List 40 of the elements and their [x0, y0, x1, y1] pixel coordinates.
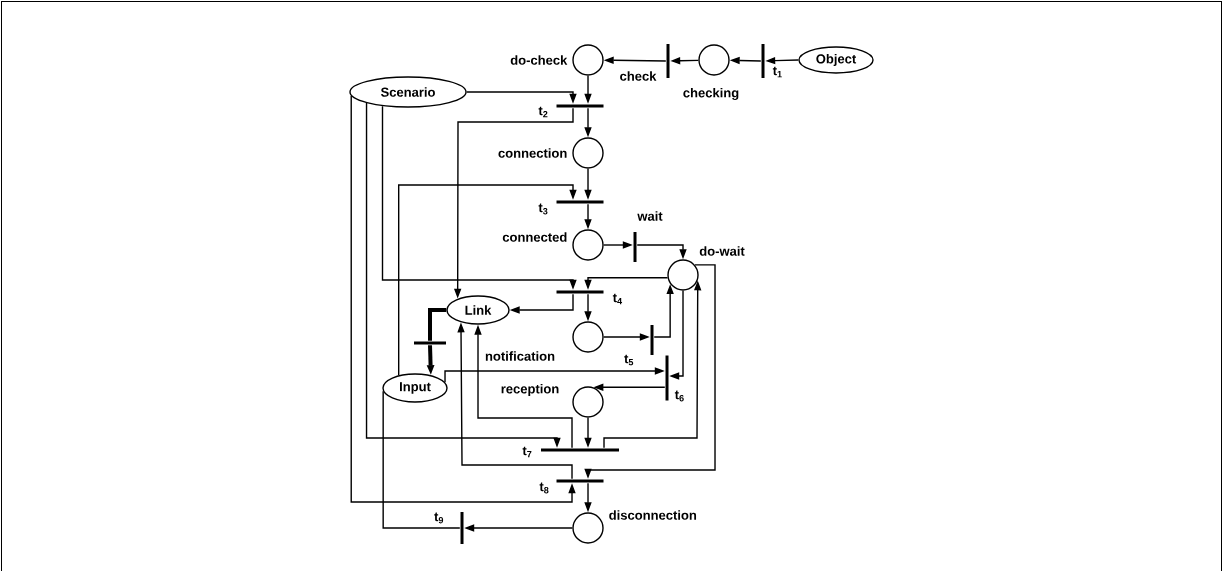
arrow	[428, 308, 447, 341]
transition-bar	[761, 44, 765, 78]
transition-label: t$_{4}$	[612, 293, 623, 305]
place-label: checking	[683, 87, 739, 101]
ellipse-node: Input	[382, 373, 448, 403]
arrow	[398, 184, 577, 376]
place-label: do-wait	[699, 246, 745, 256]
transition-label: t$_{2}$	[538, 106, 548, 118]
place-circle	[572, 229, 604, 261]
place-label: reception	[501, 383, 559, 397]
transition-label: t$_{3}$	[538, 203, 548, 215]
place-circle	[667, 259, 699, 291]
transition-label: wait	[637, 211, 663, 221]
place-circle	[572, 137, 604, 169]
place-label: do-check	[510, 55, 568, 65]
transition-label: t$_{7}$	[522, 446, 532, 458]
place-circle	[572, 386, 604, 418]
transition-bar	[633, 232, 637, 262]
place-circle	[572, 321, 604, 353]
ellipse-node: Object	[798, 46, 874, 74]
place-label: connection	[498, 148, 567, 158]
place-circle	[698, 44, 730, 76]
transition-bar	[650, 325, 654, 355]
transition-label: t$_{5}$	[624, 354, 634, 366]
transition-label: t$_{8}$	[539, 482, 549, 494]
place-label: disconnection	[609, 510, 697, 520]
transition-label: t$_{9}$	[434, 512, 444, 524]
arrow	[350, 95, 576, 503]
transition-bar	[460, 512, 464, 544]
ellipse-node: Link	[446, 295, 510, 325]
transition-label: t$_{6}$	[674, 390, 684, 402]
ellipse-node: Scenario	[349, 76, 467, 108]
place-circle	[572, 44, 604, 76]
transition-label: check	[620, 71, 657, 81]
place-circle	[572, 512, 604, 544]
transition-bar	[414, 341, 446, 345]
transition-bar	[666, 44, 670, 78]
transition-label: t$_{1}$	[772, 66, 782, 78]
place-label: connected	[502, 232, 567, 242]
place-label: notification	[485, 351, 555, 361]
